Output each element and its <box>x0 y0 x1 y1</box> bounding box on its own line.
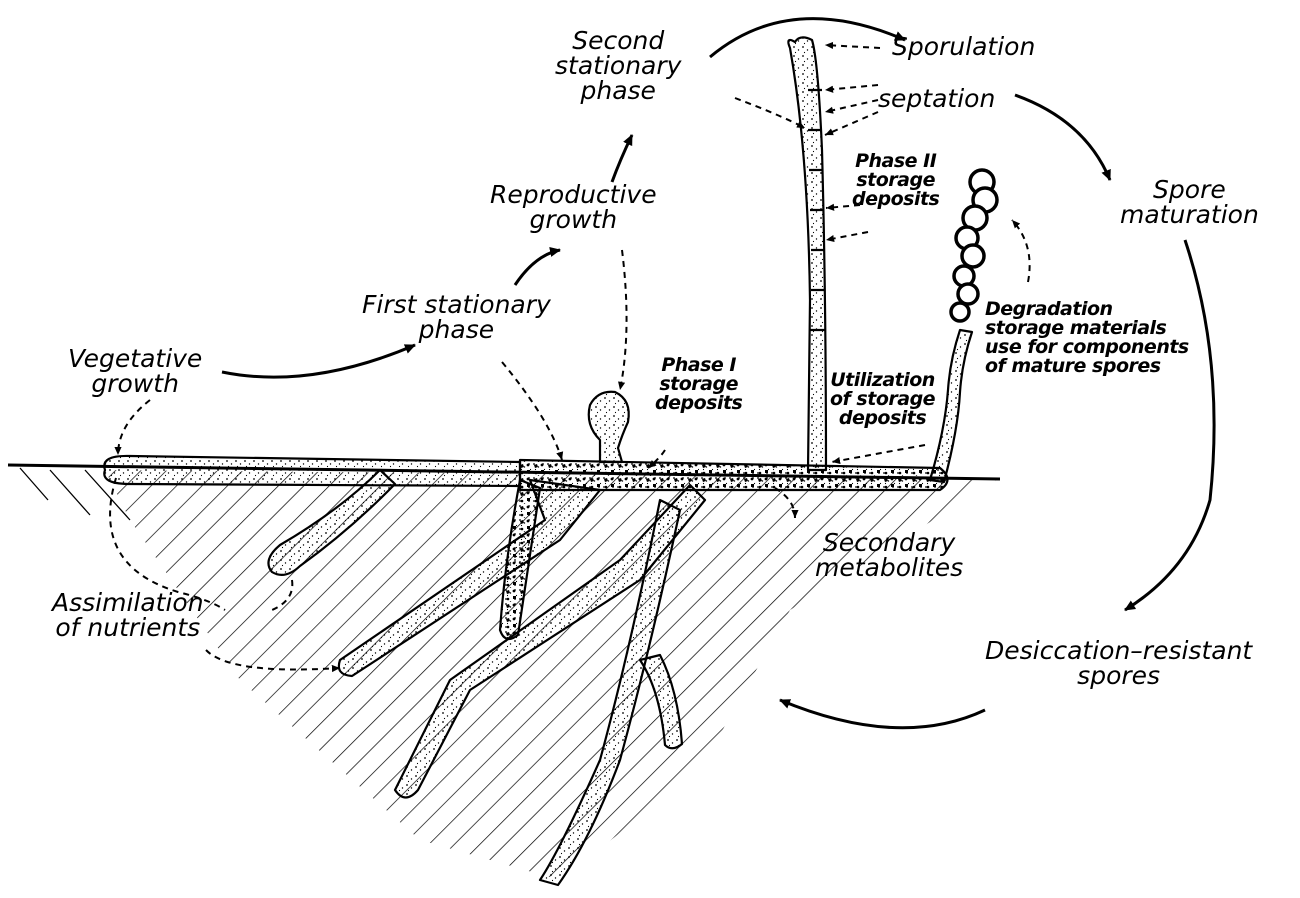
dash-vegetative <box>118 400 150 455</box>
label-phase1-storage: Phase I storage deposits <box>655 356 742 413</box>
label-septation: septation <box>878 86 995 111</box>
label-second-stationary-phase: Second stationary phase <box>555 28 681 103</box>
hypha-vegetative <box>104 456 520 486</box>
arrow-desiccation-to-soil <box>780 700 985 728</box>
label-sporulation: Sporulation <box>892 34 1035 59</box>
label-phase2-storage: Phase II storage deposits <box>852 152 939 209</box>
dash-utilization <box>832 445 925 462</box>
label-vegetative-growth: Vegetative growth <box>68 346 202 396</box>
label-assimilation: Assimilation of nutrients <box>52 590 204 640</box>
dash-septation-3 <box>825 112 878 135</box>
aerial-hypha-with-spores <box>788 37 826 470</box>
label-utilization: Utilization of storage deposits <box>830 371 935 428</box>
arrow-maturation-to-desiccation <box>1125 240 1214 610</box>
dash-phase2-2 <box>826 232 868 240</box>
label-first-stationary-phase: First stationary phase <box>362 292 551 342</box>
label-reproductive-growth: Reproductive growth <box>490 182 657 232</box>
dash-second-stationary <box>735 98 805 128</box>
dash-reproductive <box>620 250 627 390</box>
label-degradation: Degradation storage materials use for co… <box>985 300 1189 376</box>
arrow-first-to-reproductive <box>515 250 560 285</box>
dash-sporulation <box>825 45 880 48</box>
arrow-vegetative-to-first <box>222 345 415 377</box>
label-spore-maturation: Spore maturation <box>1120 177 1259 227</box>
arrow-septation-to-maturation <box>1015 95 1110 180</box>
dash-first-stationary <box>502 362 562 460</box>
reproductive-bud <box>589 392 629 462</box>
label-desiccation: Desiccation–resistant spores <box>985 638 1252 688</box>
dash-septation-1 <box>825 85 878 90</box>
aerial-hypha-mature <box>930 330 972 482</box>
arrow-reproductive-to-second <box>612 135 632 182</box>
hypha-main-storage <box>520 460 948 490</box>
dash-septation-2 <box>825 100 878 112</box>
label-secondary-metabolites: Secondary metabolites <box>815 530 963 580</box>
dash-degradation <box>1012 220 1030 282</box>
